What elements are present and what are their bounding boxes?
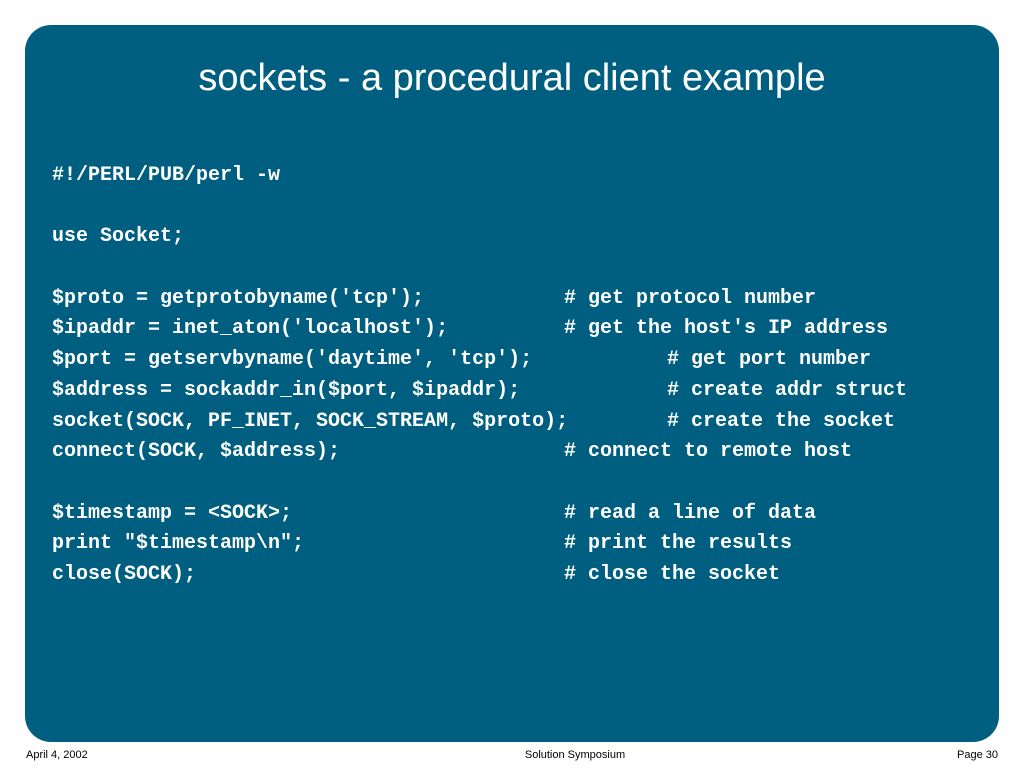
- footer-date: April 4, 2002: [26, 749, 88, 761]
- code-comment: # create the socket: [667, 409, 896, 433]
- code-comment: # create addr struct: [667, 378, 908, 402]
- code-statement: $address = sockaddr_in($port, $ipaddr);: [52, 378, 521, 402]
- code-statement: close(SOCK);: [52, 562, 197, 586]
- footer-page-number: Page 30: [957, 749, 998, 761]
- code-comment: # get the host's IP address: [564, 317, 889, 341]
- code-statement: $port = getservbyname('daytime', 'tcp');: [52, 348, 533, 372]
- code-statement: use Socket;: [52, 225, 185, 249]
- code-comment: # print the results: [564, 532, 793, 556]
- code-statement: socket(SOCK, PF_INET, SOCK_STREAM, $prot…: [52, 409, 569, 433]
- slide-title: sockets - a procedural client example: [198, 57, 826, 99]
- footer-event: Solution Symposium: [524, 749, 626, 761]
- code-statement: $proto = getprotobyname('tcp');: [52, 286, 425, 310]
- code-statement: #!/PERL/PUB/perl -w: [52, 164, 281, 187]
- code-comment: # read a line of data: [564, 501, 817, 525]
- code-statement: $ipaddr = inet_aton('localhost');: [52, 317, 449, 341]
- code-comment: # get protocol number: [564, 286, 817, 310]
- code-comment: # connect to remote host: [564, 440, 853, 464]
- code-statement: print "$timestamp\n";: [52, 532, 305, 556]
- code-comment: # get port number: [667, 348, 872, 372]
- slide-panel: [25, 25, 999, 742]
- code-statement: $timestamp = <SOCK>;: [52, 501, 293, 525]
- code-statement: connect(SOCK, $address);: [52, 440, 341, 464]
- code-comment: # close the socket: [564, 562, 781, 586]
